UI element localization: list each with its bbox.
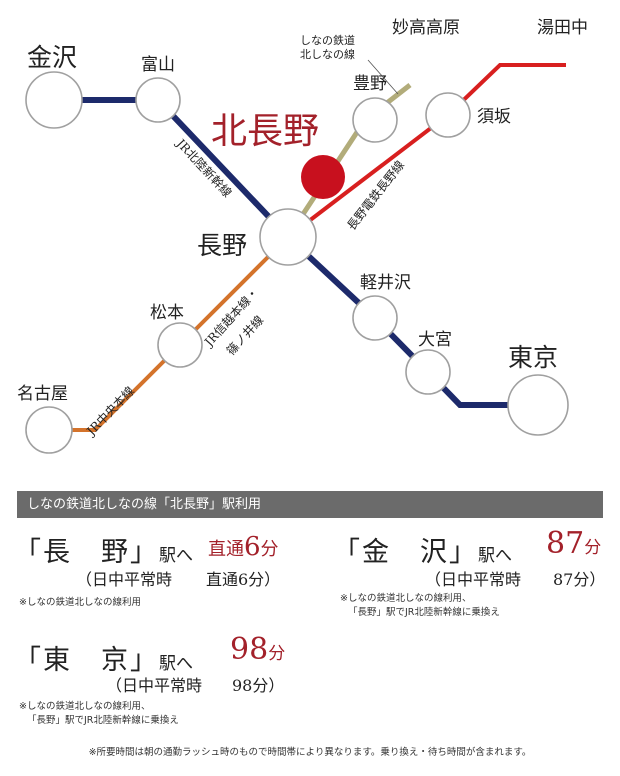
tokyo-station-circle xyxy=(507,374,569,436)
route-kanazawa: 「金 沢」駅へ xyxy=(333,530,512,569)
route-tokyo-daytime: （日中平常時 xyxy=(106,672,202,696)
toyama-station-circle xyxy=(135,77,181,123)
route-nagano-time: 直通6分 xyxy=(208,532,279,562)
route-tokyo-dest: 「東 京」 xyxy=(14,645,159,676)
omiya-label: 大宮 xyxy=(418,330,452,350)
route-kanazawa-minutes: 87 xyxy=(546,526,585,561)
matsumoto-label: 松本 xyxy=(150,303,184,323)
route-kanazawa-dest: 「金 沢」 xyxy=(333,537,478,568)
kanazawa-station-circle xyxy=(25,71,83,129)
route-kanazawa-daytime: （日中平常時 xyxy=(425,566,521,590)
route-nagano-daytime: （日中平常時 xyxy=(76,566,172,590)
route-nagano-daytime-label: （日中平常時 xyxy=(76,570,173,589)
toyono-label: 豊野 xyxy=(353,74,387,94)
tokyo-label: 東京 xyxy=(508,343,558,372)
route-nagano-type: 直通 xyxy=(208,539,244,560)
route-kanazawa-daytime-label: （日中平常時 xyxy=(425,570,522,589)
route-kanazawa-time: 87分 xyxy=(546,526,601,561)
nagano-station-circle xyxy=(259,208,317,266)
shinano-line-leader xyxy=(367,59,399,95)
route-nagano-daytime-value: 直通6分） xyxy=(206,570,281,589)
route-nagano-minutes: 6 xyxy=(244,532,261,562)
nagano-label: 長野 xyxy=(197,231,247,260)
chuo-line-label: JR中央本線 xyxy=(82,383,137,439)
route-tokyo-time: 98分 xyxy=(230,632,285,667)
nagoya-station-circle xyxy=(25,406,73,454)
route-kanazawa-he: 駅へ xyxy=(478,546,512,566)
kanazawa-label: 金沢 xyxy=(27,43,77,72)
yudanaka-label: 湯田中 xyxy=(537,18,588,38)
route-kanazawa-daytime-value: 87分） xyxy=(553,570,606,589)
route-nagano-note: ※しなの鉄道北しなの線利用 xyxy=(19,597,141,608)
route-tokyo-daytime-value-wrap: 98分） xyxy=(232,672,284,696)
myokokogen-label: 妙高高原 xyxy=(392,18,460,38)
route-tokyo-daytime-label: （日中平常時 xyxy=(106,676,203,695)
toyama-label: 富山 xyxy=(141,55,175,75)
karuizawa-label: 軽井沢 xyxy=(360,273,411,293)
route-tokyo-daytime-value: 98分） xyxy=(232,676,285,695)
footnote: ※所要時間は朝の通勤ラッシュ時のもので時間帯により異なります。乗り換え・待ち時間… xyxy=(88,747,532,758)
matsumoto-station-circle xyxy=(157,322,203,368)
route-nagano: 「長 野」駅へ xyxy=(14,530,193,569)
omiya-station-circle xyxy=(405,349,451,395)
route-tokyo: 「東 京」駅へ xyxy=(14,638,193,677)
suzaka-label: 須坂 xyxy=(477,107,511,127)
karuizawa-station-circle xyxy=(352,295,398,341)
shinano-line-label-1: しなの鉄道 xyxy=(300,33,355,47)
route-tokyo-minutes: 98 xyxy=(230,632,269,667)
route-tokyo-unit: 分 xyxy=(268,644,286,664)
route-kanazawa-daytime-value-wrap: 87分） xyxy=(553,566,605,590)
route-nagano-unit: 分 xyxy=(260,539,279,560)
route-kanazawa-note-1: ※しなの鉄道北しなの線利用、 xyxy=(340,593,472,604)
route-kanazawa-note-2: 「長野」駅でJR北陸新幹線に乗換え xyxy=(348,607,500,618)
route-tokyo-note-1: ※しなの鉄道北しなの線利用、 xyxy=(19,701,151,712)
access-banner: しなの鉄道北しなの線「北長野」駅利用 xyxy=(17,491,603,518)
route-nagano-he: 駅へ xyxy=(159,546,193,566)
route-map: 金沢 富山 妙高高原 湯田中 豊野 須坂 北長野 長野 松本 名古屋 軽井沢 大… xyxy=(17,18,588,454)
route-tokyo-he: 駅へ xyxy=(159,654,193,674)
route-tokyo-note-2: 「長野」駅でJR北陸新幹線に乗換え xyxy=(27,715,179,726)
route-nagano-daytime-value-wrap: 直通6分） xyxy=(206,566,280,590)
route-nagano-dest: 「長 野」 xyxy=(14,537,159,568)
suzaka-station-circle xyxy=(425,92,471,138)
kitanagano-label: 北長野 xyxy=(211,111,319,152)
route-kanazawa-unit: 分 xyxy=(584,538,602,558)
nagaden-nagano-line xyxy=(286,63,566,239)
toyono-station-circle xyxy=(352,97,398,143)
nagoya-label: 名古屋 xyxy=(17,384,68,404)
kitanagano-station-marker xyxy=(301,155,345,199)
shinano-line-label-2: 北しなの線 xyxy=(300,47,355,61)
